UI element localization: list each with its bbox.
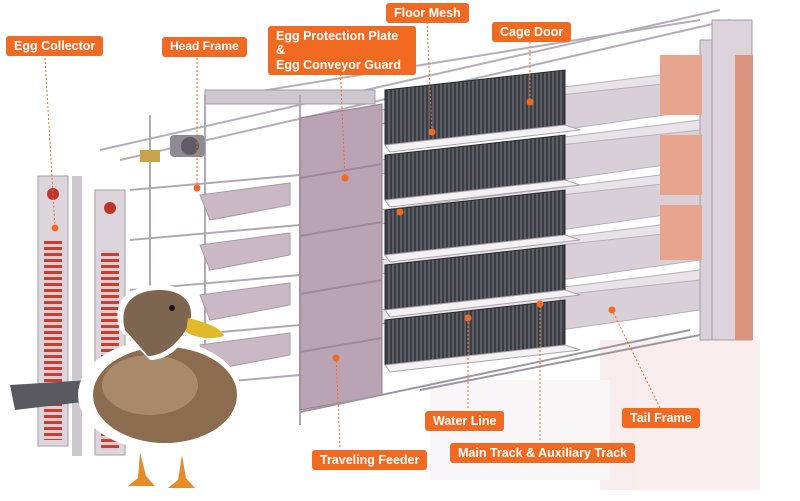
label-cage-door: Cage Door bbox=[492, 22, 572, 43]
leader-lines bbox=[44, 21, 661, 448]
floor-reflection bbox=[430, 340, 760, 490]
label-egg-collector: Egg Collector bbox=[6, 36, 104, 57]
label-traveling-feeder: Traveling Feeder bbox=[312, 450, 428, 471]
tail-frame bbox=[660, 19, 753, 341]
egg-protection-plate bbox=[299, 103, 383, 411]
label-water-line: Water Line bbox=[425, 411, 505, 432]
label-egg-protection-plate: Egg Protection Plate & Egg Conveyor Guar… bbox=[268, 26, 416, 76]
leader-dots bbox=[51, 98, 616, 362]
label-tail-frame: Tail Frame bbox=[622, 408, 700, 429]
label-egg-protection-line2: Egg Conveyor Guard bbox=[276, 57, 402, 72]
label-main-track: Main Track & Auxiliary Track bbox=[450, 443, 636, 464]
cage-mesh-blocks bbox=[384, 69, 566, 366]
duck-illustration bbox=[78, 285, 242, 488]
label-floor-mesh: Floor Mesh bbox=[386, 3, 469, 24]
egg-trays bbox=[384, 124, 581, 373]
label-egg-protection-line1: Egg Protection Plate & bbox=[276, 29, 399, 58]
label-head-frame: Head Frame bbox=[162, 37, 247, 57]
main-track-lines bbox=[299, 329, 701, 413]
